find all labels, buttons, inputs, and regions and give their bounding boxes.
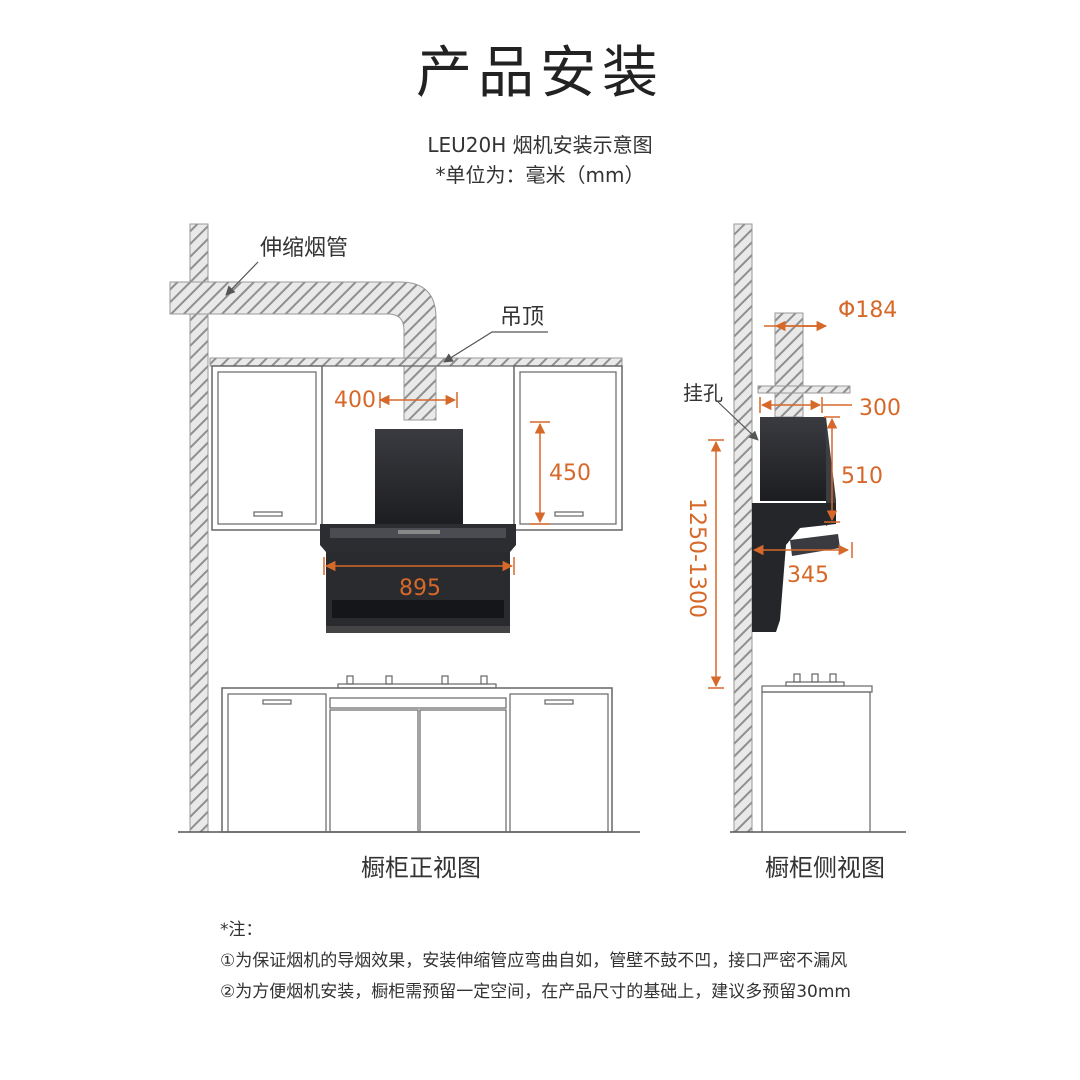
dim-upper-height: 510: [841, 464, 883, 489]
upper-cabinet-left: [211, 365, 323, 531]
dim-pipe-width: 400: [334, 388, 376, 413]
note-item-1: ①为保证烟机的导烟效果，安装伸缩管应弯曲自如，管壁不鼓不凹，接口严密不漏风: [220, 951, 848, 971]
label-pipe: 伸缩烟管: [260, 236, 348, 261]
label-hook-hole: 挂孔: [683, 381, 723, 405]
dim-lower-depth: 345: [787, 563, 829, 588]
base-cabinet-side: [761, 673, 873, 833]
unit-note: *单位为：毫米（mm）: [435, 163, 645, 187]
front-wall: [189, 223, 209, 833]
front-view-caption: 橱柜正视图: [361, 854, 481, 882]
diagram-subtitle: LEU20H 烟机安装示意图: [427, 133, 653, 157]
subtitle-block: LEU20H 烟机安装示意图 *单位为：毫米（mm）: [0, 130, 1080, 190]
range-hood-side: [752, 417, 840, 632]
dim-pipe-diameter: Φ184: [838, 298, 897, 323]
note-item-2: ②为方便烟机安装，橱柜需预留一定空间，在产品尺寸的基础上，建议多预留30mm: [220, 982, 851, 1002]
flexible-duct: [169, 281, 437, 421]
upper-cabinet-right: [513, 365, 623, 531]
dim-mount-height: 1250-1300: [684, 498, 709, 618]
notes-heading: *注：: [220, 920, 263, 940]
range-hood-front: [320, 429, 516, 633]
side-view: Φ184 300 510 345 1250-1300 挂孔: [683, 223, 906, 882]
side-pipe: [774, 312, 804, 418]
ceiling-strip: [209, 357, 623, 367]
label-ceiling: 吊顶: [500, 305, 544, 330]
dim-hood-width: 895: [399, 576, 441, 601]
side-view-caption: 橱柜侧视图: [765, 854, 885, 882]
side-wall: [733, 223, 753, 833]
page-title: 产品安装: [416, 41, 664, 106]
front-view: 400 450 895 伸缩烟管 吊顶: [169, 223, 640, 882]
side-ceiling: [757, 385, 851, 394]
notes-section: *注： ①为保证烟机的导烟效果，安装伸缩管应弯曲自如，管壁不鼓不凹，接口严密不漏…: [220, 915, 851, 1008]
base-cabinets-front: [221, 675, 613, 833]
dim-top-depth: 300: [859, 396, 901, 421]
dim-cabinet-height: 450: [549, 461, 591, 486]
